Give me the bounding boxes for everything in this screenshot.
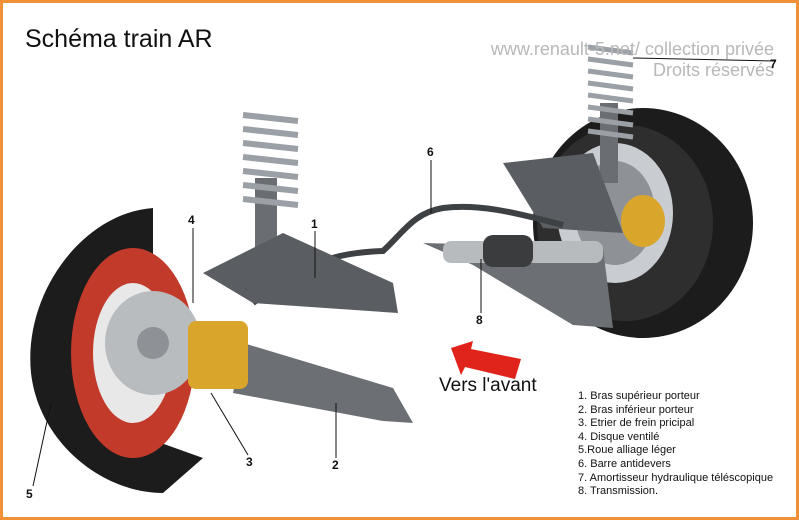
watermark-rights: Droits réservés (652, 60, 774, 80)
legend-item: 3. Etrier de frein pricipal (578, 417, 695, 430)
left-upper-arm (203, 233, 398, 313)
left-lower-arm (233, 343, 413, 423)
drive-shaft (443, 235, 603, 267)
legend-item: 8. Transmission. (578, 485, 659, 498)
callout-7: 7 (770, 57, 777, 71)
callout-5: 5 (26, 487, 33, 501)
suspension-illustration (30, 44, 776, 493)
forward-arrow-icon (451, 341, 521, 379)
legend-item: 1. Bras supérieur porteur (578, 390, 700, 402)
callout-1: 1 (311, 217, 318, 231)
front-direction-label: Vers l'avant (439, 375, 537, 396)
parts-legend: 1. Bras supérieur porteur 2. Bras inféri… (578, 390, 773, 499)
callout-4: 4 (188, 213, 195, 227)
right-coil-spring (587, 44, 634, 183)
watermark-url: www.renault-5.net/ collection privée (490, 39, 774, 59)
legend-item: 5.Roue alliage léger (578, 444, 676, 457)
left-wheel (30, 208, 248, 493)
callout-2: 2 (332, 458, 339, 472)
callout-lines (32, 57, 776, 487)
legend-item: 2. Bras inférieur porteur (578, 403, 694, 416)
copyright-watermark: www.renault-5.net/ collection privée Dro… (491, 39, 774, 81)
callout-6: 6 (427, 145, 434, 159)
legend-item: 6. Barre antidevers (578, 457, 671, 470)
callout-8: 8 (476, 313, 483, 327)
callout-3: 3 (246, 455, 253, 469)
right-lower-arm (423, 243, 613, 328)
diagram-title: Schéma train AR (25, 25, 213, 53)
legend-item: 4. Disque ventilé (578, 430, 660, 443)
legend-item: 7. Amortisseur hydraulique téléscopique (578, 471, 774, 484)
right-upper-arm (503, 153, 623, 233)
